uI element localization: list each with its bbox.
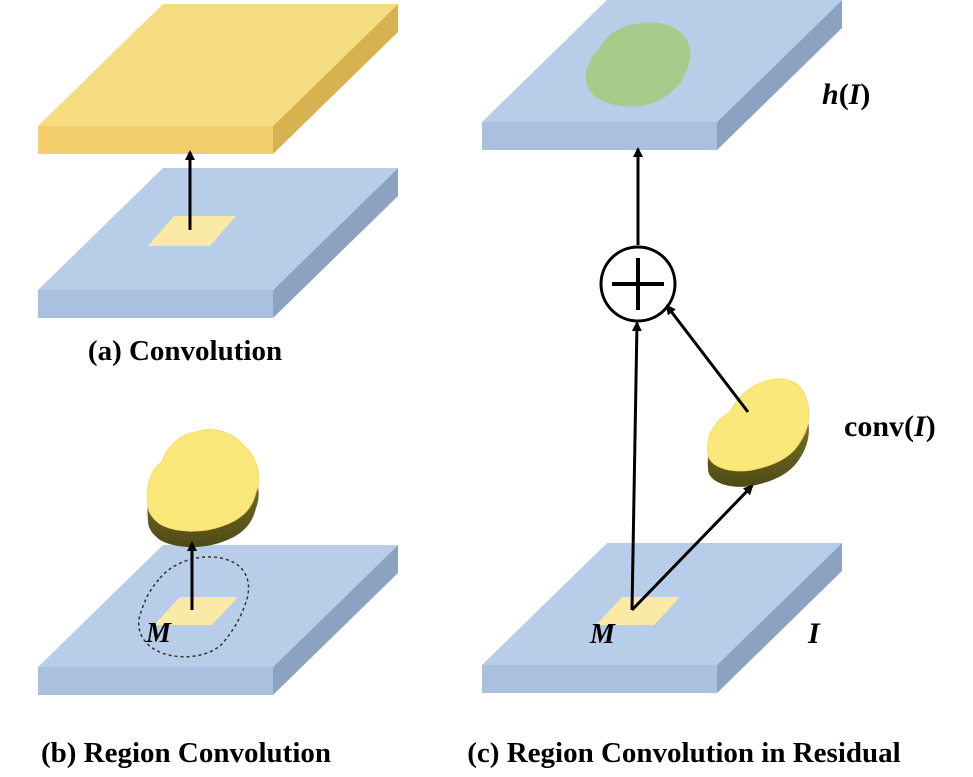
skip-arrow [630,321,642,611]
input-layer-a [38,168,398,318]
conv-label-c: conv(I) [844,410,936,443]
region-blob-b [147,429,260,548]
mask-patch-c [596,597,680,625]
output-layer-a [38,4,398,154]
caption-c: (c) Region Convolution in Residual [467,737,900,769]
conv-to-sum-arrow [665,304,750,413]
input-label-c: I [807,617,821,650]
output-label-c: h(I) [822,78,870,111]
kernel-patch-a [148,216,236,246]
sum-node [599,245,677,323]
caption-a: (a) Convolution [88,335,282,367]
input-layer-c [482,543,842,693]
mask-to-conv-arrow [630,484,754,612]
input-layer-b [38,545,398,695]
panel-c: M I h(I) conv(I) (c) Region Convolution … [467,0,936,769]
panel-b: M (b) Region Convolution [38,429,398,769]
mask-patch-b [154,597,238,625]
green-region [585,22,691,107]
mask-label-c: M [589,619,616,650]
conv-blob-c [707,378,810,487]
caption-b: (b) Region Convolution [41,737,331,769]
region-outline-b [138,556,250,658]
panel-a: (a) Convolution [38,4,398,367]
mask-label-b: M [145,618,172,649]
